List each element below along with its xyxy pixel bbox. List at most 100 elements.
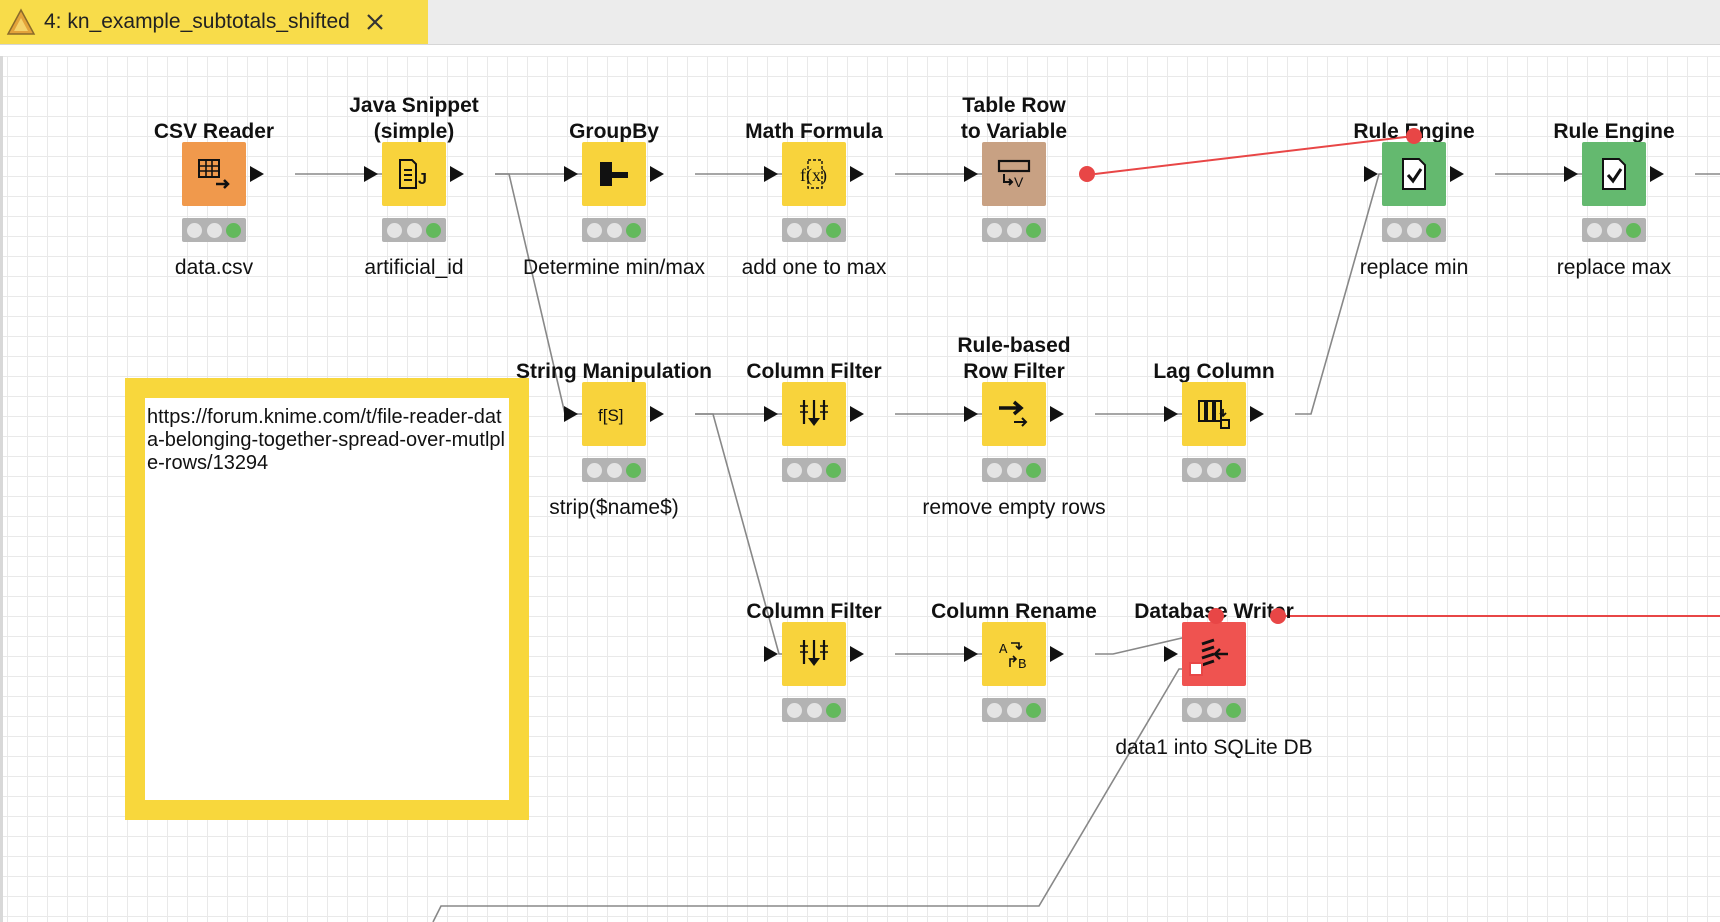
- node-status-traffic-light: [1582, 218, 1646, 242]
- node-rule-engine[interactable]: [1382, 142, 1446, 206]
- status-light-executed: [1426, 222, 1442, 238]
- database-connection-port[interactable]: [1189, 662, 1203, 676]
- input-port[interactable]: [964, 646, 978, 662]
- input-port[interactable]: [764, 646, 778, 662]
- annotation-text: https://forum.knime.com/t/file-reader-da…: [145, 398, 509, 800]
- flow-variable-output-port[interactable]: [1270, 608, 1286, 624]
- flow-variable-output-port[interactable]: [1079, 166, 1095, 182]
- node-column-filter[interactable]: [782, 382, 846, 446]
- status-light-executed: [826, 222, 842, 238]
- status-light-off: [1386, 222, 1402, 238]
- node-math-formula[interactable]: f(x): [782, 142, 846, 206]
- node-status-traffic-light: [582, 218, 646, 242]
- database-writer-icon: [1201, 638, 1228, 667]
- output-port[interactable]: [250, 166, 264, 182]
- status-light-off: [806, 462, 822, 478]
- node-csv-reader[interactable]: [182, 142, 246, 206]
- node-label-rule-engine: replace min: [1359, 256, 1469, 279]
- output-port[interactable]: [650, 406, 664, 422]
- node-label-java-snippet-simple: artificial_id: [364, 256, 464, 279]
- output-port[interactable]: [1650, 166, 1664, 182]
- output-port[interactable]: [850, 166, 864, 182]
- output-port[interactable]: [850, 646, 864, 662]
- node-status-traffic-light: [382, 218, 446, 242]
- close-x-icon[interactable]: [364, 11, 386, 33]
- output-port[interactable]: [1250, 406, 1264, 422]
- status-light-off: [386, 222, 402, 238]
- column-rename-icon: AB: [999, 642, 1026, 673]
- output-port[interactable]: [1050, 646, 1064, 662]
- workflow-tab-title: 4: kn_example_subtotals_shifted: [44, 10, 350, 33]
- status-light-executed: [626, 462, 642, 478]
- node-rule-based-row-filter[interactable]: [982, 382, 1046, 446]
- status-light-off: [986, 462, 1002, 478]
- input-port[interactable]: [1164, 406, 1178, 422]
- status-light-off: [586, 462, 602, 478]
- node-column-filter[interactable]: [782, 622, 846, 686]
- table-to-variable-icon: V: [997, 159, 1031, 190]
- status-light-executed: [826, 462, 842, 478]
- node-table-row-to-variable[interactable]: V: [982, 142, 1046, 206]
- node-label-math-formula: add one to max: [741, 256, 887, 279]
- node-label-rule-engine: replace max: [1556, 256, 1672, 279]
- svg-text:V: V: [1014, 174, 1024, 190]
- node-name-column-filter: Column Filter: [746, 360, 882, 383]
- node-status-traffic-light: [782, 218, 846, 242]
- status-light-executed: [1226, 462, 1242, 478]
- node-java-snippet-simple[interactable]: J: [382, 142, 446, 206]
- node-rule-engine[interactable]: [1582, 142, 1646, 206]
- input-port[interactable]: [364, 166, 378, 182]
- flow-variable-input-port[interactable]: [1208, 608, 1224, 624]
- output-port[interactable]: [650, 166, 664, 182]
- status-light-off: [586, 222, 602, 238]
- node-name-math-formula: Math Formula: [745, 120, 883, 143]
- node-status-traffic-light: [182, 218, 246, 242]
- input-port[interactable]: [1164, 646, 1178, 662]
- input-port[interactable]: [764, 166, 778, 182]
- status-light-executed: [1026, 462, 1042, 478]
- node-label-csv-reader: data.csv: [174, 256, 254, 279]
- node-name-column-rename: Column Rename: [931, 600, 1097, 623]
- input-port[interactable]: [964, 406, 978, 422]
- input-port[interactable]: [964, 166, 978, 182]
- status-light-off: [986, 222, 1002, 238]
- input-port[interactable]: [564, 166, 578, 182]
- input-port[interactable]: [1364, 166, 1378, 182]
- status-light-executed: [426, 222, 442, 238]
- row-filter-icon: [999, 400, 1028, 427]
- status-light-off: [786, 222, 802, 238]
- status-light-off: [186, 222, 202, 238]
- node-lag-column[interactable]: [1182, 382, 1246, 446]
- input-port[interactable]: [564, 406, 578, 422]
- output-port[interactable]: [1050, 406, 1064, 422]
- node-status-traffic-light: [782, 458, 846, 482]
- node-database-writer[interactable]: [1182, 622, 1246, 686]
- status-light-executed: [1026, 222, 1042, 238]
- status-light-executed: [226, 222, 242, 238]
- output-port[interactable]: [850, 406, 864, 422]
- lag-column-icon: [1198, 400, 1230, 429]
- node-name-rule-based-row-filter: Rule-based Row Filter: [957, 334, 1071, 383]
- output-port[interactable]: [1450, 166, 1464, 182]
- node-groupby[interactable]: [582, 142, 646, 206]
- node-string-manipulation[interactable]: f[S]: [582, 382, 646, 446]
- status-light-off: [1186, 702, 1202, 718]
- status-light-executed: [1226, 702, 1242, 718]
- knime-triangle-icon: [6, 8, 36, 35]
- node-name-rule-engine: Rule Engine: [1353, 120, 1475, 143]
- workflow-annotation[interactable]: https://forum.knime.com/t/file-reader-da…: [125, 378, 529, 820]
- node-label-rule-based-row-filter: remove empty rows: [922, 496, 1106, 519]
- node-name-groupby: GroupBy: [569, 120, 659, 143]
- input-port[interactable]: [764, 406, 778, 422]
- input-port[interactable]: [1564, 166, 1578, 182]
- node-name-string-manipulation: String Manipulation: [516, 360, 712, 383]
- math-formula-icon: f(x): [800, 159, 827, 189]
- output-port[interactable]: [450, 166, 464, 182]
- status-light-off: [606, 462, 622, 478]
- node-name-column-filter: Column Filter: [746, 600, 882, 623]
- node-status-traffic-light: [982, 218, 1046, 242]
- workflow-canvas[interactable]: https://forum.knime.com/t/file-reader-da…: [0, 56, 1720, 922]
- flow-variable-input-port[interactable]: [1406, 128, 1422, 144]
- workflow-tab[interactable]: 4: kn_example_subtotals_shifted: [0, 0, 428, 44]
